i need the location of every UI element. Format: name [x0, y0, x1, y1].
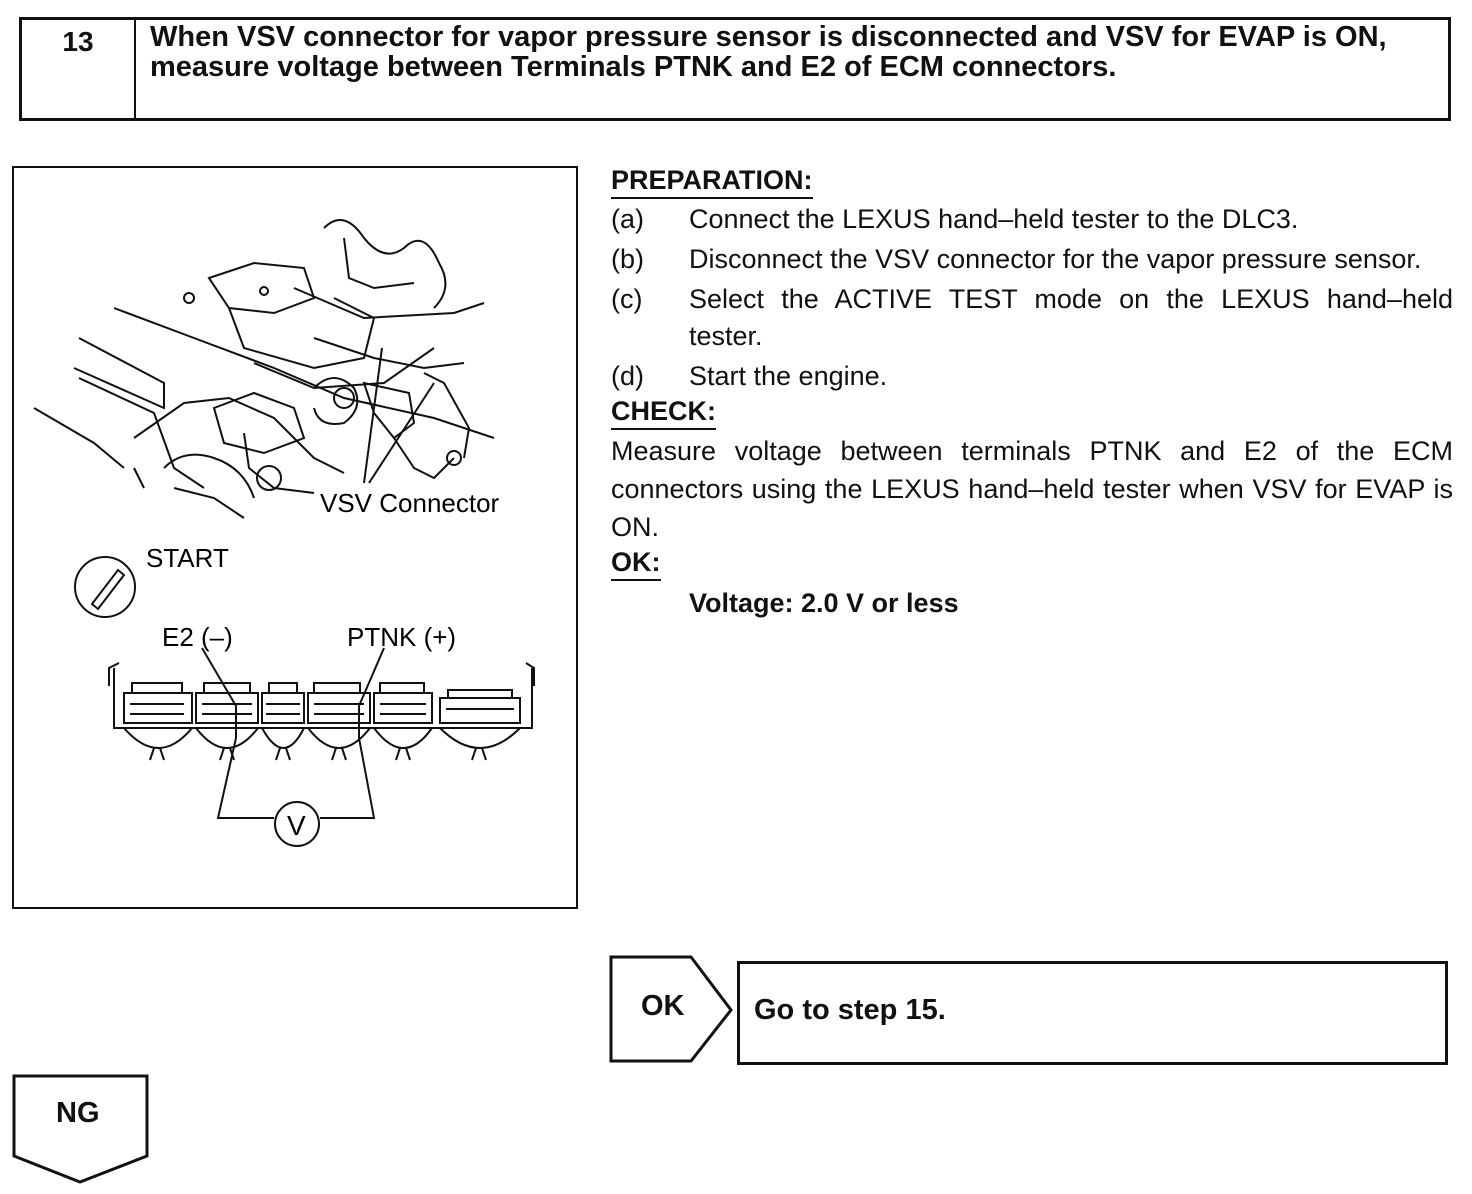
- item-key: (b): [611, 244, 644, 274]
- ok-action-box: Go to step 15.: [737, 961, 1448, 1065]
- list-item: (a) Connect the LEXUS hand–held tester t…: [611, 201, 1453, 238]
- ignition-start-label: START: [146, 543, 229, 573]
- step-header: 13 When VSV connector for vapor pressure…: [19, 17, 1451, 121]
- preparation-list: (a) Connect the LEXUS hand–held tester t…: [611, 201, 1453, 395]
- item-text: Connect the LEXUS hand–held tester to th…: [689, 204, 1299, 234]
- item-text: Start the engine.: [689, 361, 888, 391]
- vsv-connector-label: VSV Connector: [320, 488, 500, 518]
- illustration-figure: VSV Connector START E2 (–) PTNK (+) V: [12, 166, 578, 909]
- go-to-step-link[interactable]: Go to step 15.: [754, 994, 946, 1026]
- ok-label: OK: [641, 990, 685, 1022]
- preparation-heading: PREPARATION:: [611, 164, 813, 199]
- instructions: PREPARATION: (a) Connect the LEXUS hand–…: [611, 164, 1453, 623]
- check-heading: CHECK:: [611, 395, 716, 430]
- e2-terminal-label: E2 (–): [162, 622, 233, 652]
- ng-arrow-shape: [12, 1074, 149, 1184]
- list-item: (d) Start the engine.: [611, 358, 1453, 395]
- list-item: (b) Disconnect the VSV connector for the…: [611, 241, 1453, 278]
- item-key: (d): [611, 361, 644, 391]
- ok-arrow-shape: [609, 955, 733, 1063]
- check-text: Measure voltage between terminals PTNK a…: [611, 436, 1453, 542]
- step-number: 13: [22, 20, 136, 118]
- ng-label: NG: [56, 1097, 100, 1129]
- step-title: When VSV connector for vapor pressure se…: [150, 21, 1387, 83]
- ok-spec-text: Voltage: 2.0 V or less: [689, 588, 959, 618]
- item-key: (a): [611, 204, 644, 234]
- list-item: (c) Select the ACTIVE TEST mode on the L…: [611, 281, 1453, 355]
- voltmeter-icon: V: [287, 810, 306, 841]
- ok-spec-heading: OK:: [611, 546, 661, 581]
- item-text: Disconnect the VSV connector for the vap…: [689, 244, 1422, 274]
- ptnk-terminal-label: PTNK (+): [347, 622, 456, 652]
- item-text: Select the ACTIVE TEST mode on the LEXUS…: [689, 284, 1453, 351]
- engine-illustration: VSV Connector START E2 (–) PTNK (+) V: [33, 219, 535, 847]
- item-key: (c): [611, 284, 643, 314]
